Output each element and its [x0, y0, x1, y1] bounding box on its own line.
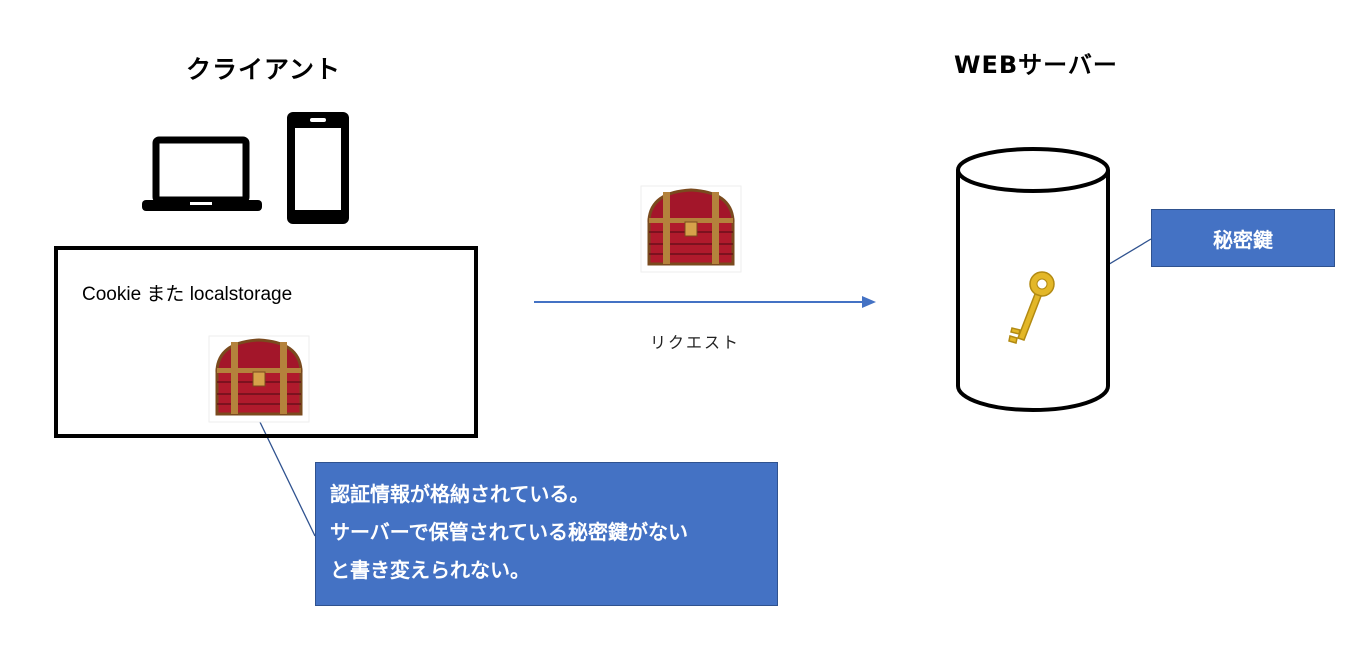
golden-key-icon — [1008, 271, 1055, 344]
storage-label: Cookie また localstorage — [82, 284, 293, 305]
callout-line: 認証情報が格納されている。 — [330, 482, 590, 506]
laptop-icon — [142, 136, 262, 211]
request-arrow — [534, 296, 876, 308]
callout-line: サーバーで保管されている秘密鍵がない — [330, 520, 688, 544]
request-label: リクエスト — [650, 333, 741, 352]
auth-info-callout: 認証情報が格納されている。 サーバーで保管されている秘密鍵がない と書き変えられ… — [315, 462, 778, 606]
callout-line: と書き変えられない。 — [330, 558, 530, 582]
secret-key-callout: 秘密鍵 — [1151, 209, 1335, 267]
client-title: クライアント — [186, 55, 342, 84]
treasure-chest-icon — [640, 185, 742, 273]
smartphone-icon — [287, 112, 349, 224]
treasure-chest-icon — [208, 335, 310, 423]
server-title: WEBサーバー — [954, 51, 1118, 79]
client-storage-box — [54, 246, 478, 438]
